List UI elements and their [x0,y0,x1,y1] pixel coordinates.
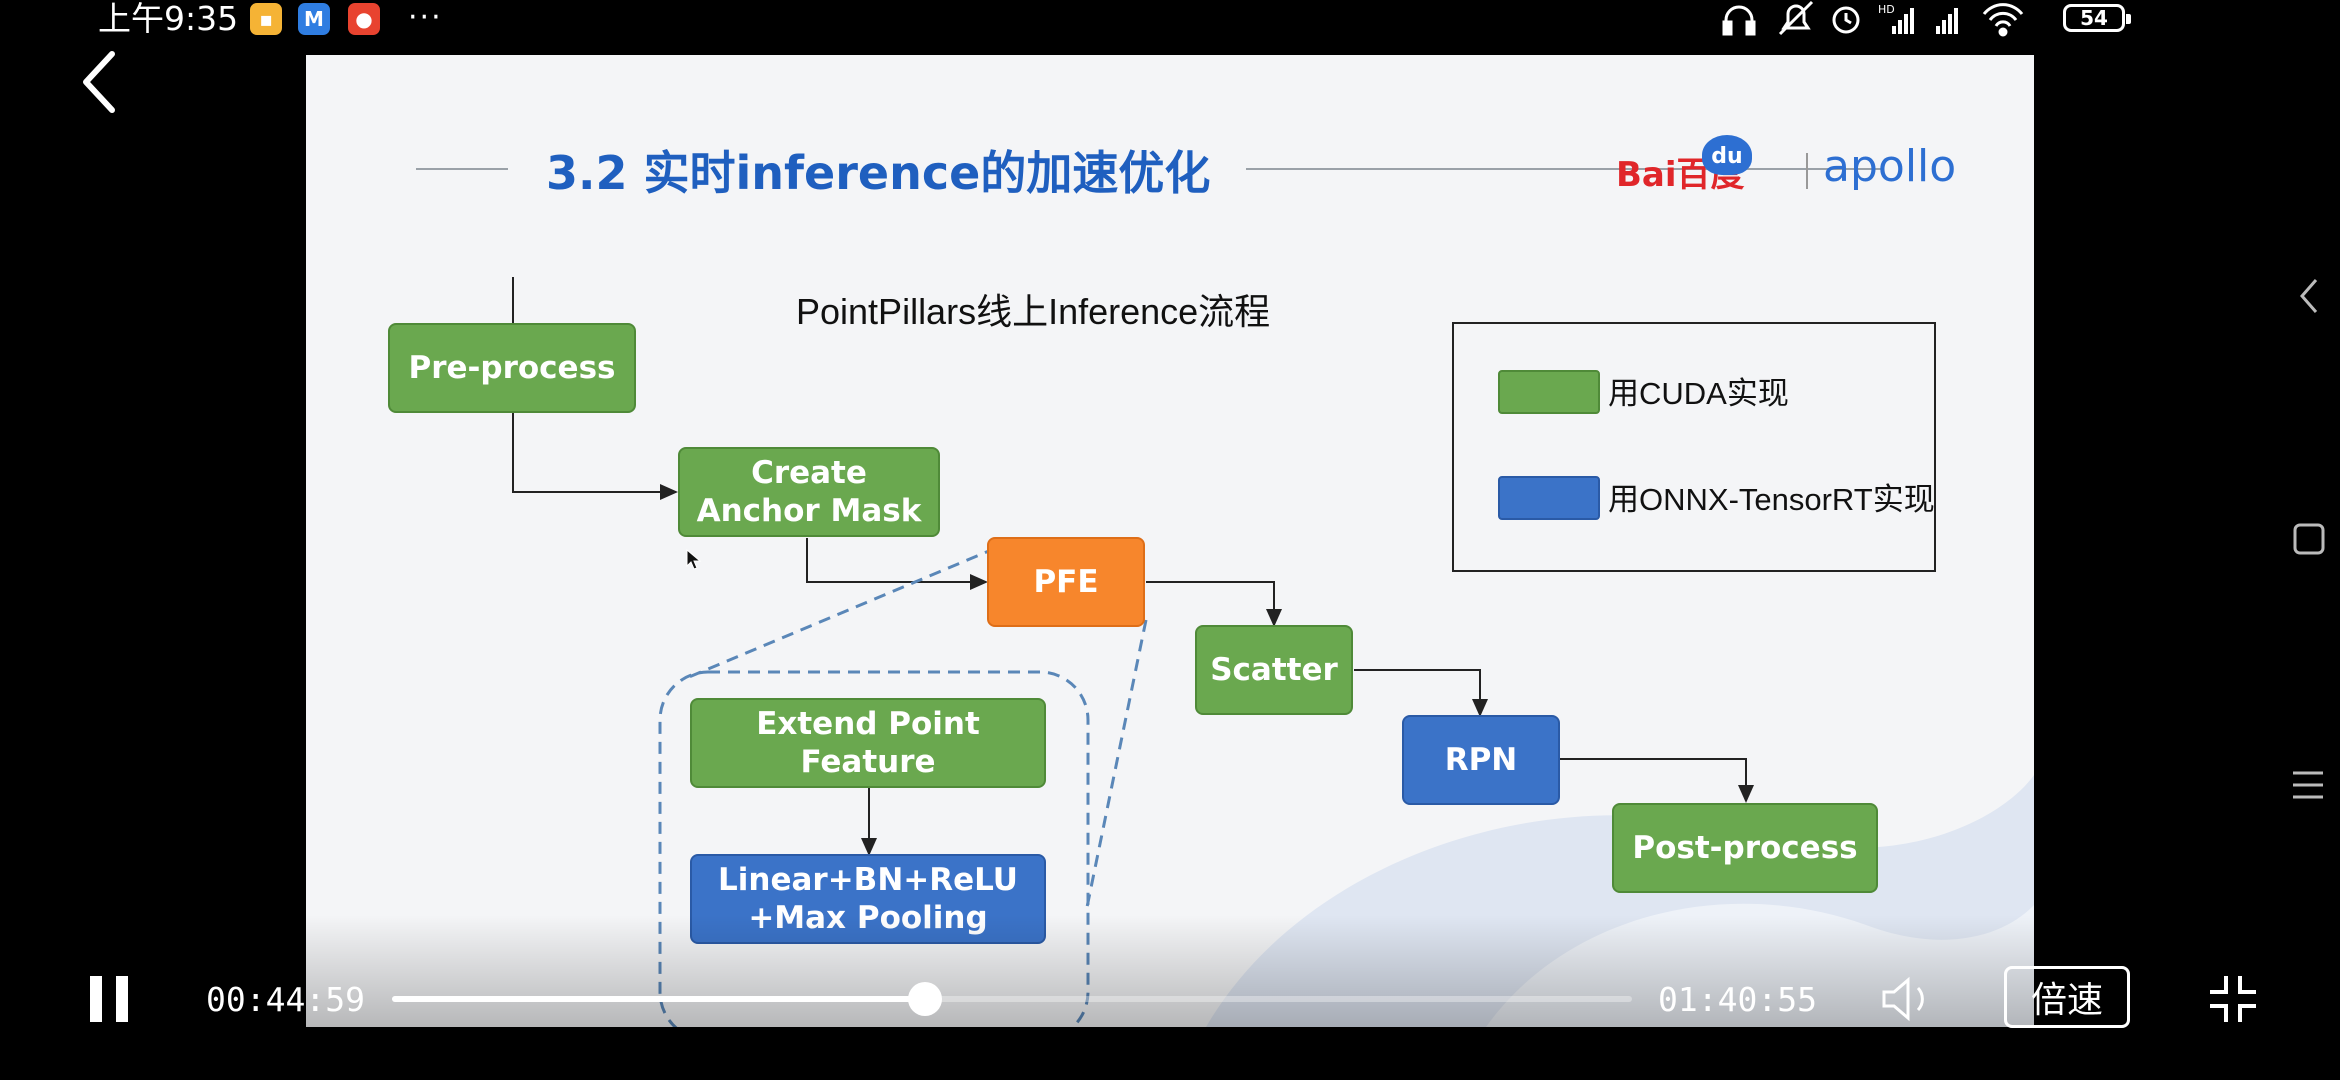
playback-speed-button[interactable]: 倍速 [2004,966,2130,1028]
extend-line1: Extend Point [756,706,980,742]
extend-line2: Feature [800,744,936,780]
control-overlay-gradient [306,915,2034,1027]
exit-fullscreen-button[interactable] [2206,972,2260,1026]
exit-fullscreen-icon [2210,976,2256,1022]
rpn-node: RPN [1402,715,1560,805]
legend-label-cuda: 用CUDA实现 [1608,376,1789,411]
scatter-node: Scatter [1195,625,1353,715]
legend-swatch-cuda [1498,370,1600,414]
mute-bell-icon [1778,0,1814,36]
arrow-rpn-to-postprocess [1560,758,1754,803]
video-frame-slide[interactable]: 3.2 实时inference的加速优化 Bai百度 du apollo Poi… [306,55,2034,1027]
extend-point-feature-node: Extend Point Feature [690,698,1046,788]
menu-lines-icon [2293,771,2323,799]
signal-icon-1 [1892,8,1914,34]
arrow-anchor-to-pfe [806,538,988,590]
progress-track[interactable] [392,996,1632,1002]
side-back-button[interactable] [2296,276,2322,316]
slide-background-decoration [1206,775,2034,1027]
preprocess-node: Pre-process [388,323,636,413]
battery-indicator: 54 [2063,4,2131,32]
total-duration: 01:40:55 [1658,980,1817,1019]
apollo-logo: apollo [1823,141,1957,192]
square-icon [2293,523,2325,555]
pause-button[interactable] [88,974,132,1024]
pfe-node: PFE [987,537,1145,627]
title-rule-left [416,168,508,170]
logo-divider [1806,153,1808,189]
linear-line1: Linear+BN+ReLU [718,862,1018,898]
zoom-line-right [1084,619,1148,913]
current-time: 00:44:59 [206,980,365,1019]
create-anchor-line2: Anchor Mask [696,493,922,529]
signal-icon-2 [1936,8,1958,34]
baidu-paw-text: du [1711,144,1743,169]
alarm-icon [1832,6,1860,34]
headphones-icon [1722,5,1756,36]
create-anchor-mask-node: Create Anchor Mask [678,447,940,537]
postprocess-node: Post-process [1612,803,1878,893]
arrow-scatter-to-rpn [1354,669,1488,717]
pause-icon [90,976,128,1022]
arrow-pfe-to-scatter [1146,581,1282,627]
title-rule-right [1246,168,1882,170]
slide-title: 3.2 实时inference的加速优化 [546,146,1211,200]
side-menu-button[interactable] [2290,768,2326,802]
zoom-line-left [681,546,997,682]
create-anchor-line1: Create [751,455,867,491]
chevron-left-small-icon [2300,279,2318,313]
more-notifications-icon: ··· [408,0,443,35]
legend-box: 用CUDA实现 用ONNX-TensorRT实现 [1452,322,1936,572]
chevron-left-icon [83,51,115,113]
wifi-icon [1982,3,2024,37]
hd-label: HD [1878,3,1895,16]
legend-swatch-onnx [1498,476,1600,520]
back-button[interactable] [78,50,118,114]
side-home-button[interactable] [2292,522,2326,556]
mail-app-icon: M [298,3,330,35]
baidu-paw-icon: du [1702,135,1752,175]
linear-bn-relu-node: Linear+BN+ReLU +Max Pooling [690,854,1046,944]
progress-scrubber-handle[interactable] [908,982,943,1016]
linear-line2: +Max Pooling [748,899,987,937]
pfe-detail-dashed-box [658,670,1090,1027]
notes-app-icon: ▪ [250,3,282,35]
video-app-icon: ● [348,3,380,35]
volume-button[interactable] [1880,974,1938,1024]
progress-fill [392,996,926,1002]
status-time: 上午9:35 [98,0,239,38]
diagram-subtitle: PointPillars线上Inference流程 [796,291,1271,332]
legend-label-onnx: 用ONNX-TensorRT实现 [1608,482,1935,517]
status-icons: HD [1722,0,2024,37]
cursor-icon [686,549,702,570]
speaker-icon [1882,976,1924,1022]
